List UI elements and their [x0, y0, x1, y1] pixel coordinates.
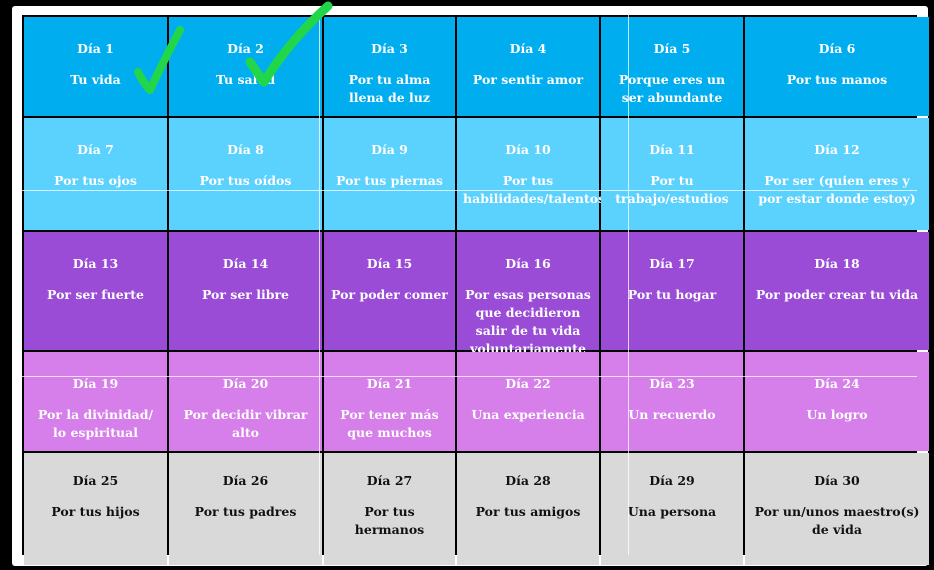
day-label: Día 9: [371, 142, 408, 157]
day-text: Por tu hogar: [627, 287, 717, 302]
day-text: Por la divinidad/ lo espiritual: [37, 407, 154, 440]
day-text: Por tus padres: [194, 504, 297, 519]
day-label: Día 24: [814, 376, 860, 391]
day-cell: Día 21 Por tener más que muchos: [324, 352, 455, 451]
day-label: Día 8: [227, 142, 264, 157]
day-label: Día 6: [818, 41, 856, 56]
day-text: Por ser libre: [201, 287, 290, 302]
day-cell: Día 10 Por tus habilidades/talentos: [457, 118, 606, 230]
day-text: Por tu trabajo/estudios: [615, 173, 729, 206]
day-label: Día 2: [227, 41, 264, 56]
day-label: Día 7: [77, 142, 114, 157]
day-text: Por poder comer: [331, 287, 448, 302]
day-cell: Día 9 Por tus piernas: [324, 118, 455, 230]
day-text: Por ser (quien eres y por estar donde es…: [758, 173, 916, 206]
day-text: Tu vida: [70, 72, 121, 87]
day-label: Día 11: [649, 142, 695, 157]
day-text: Por tus amigos: [475, 504, 581, 519]
day-label: Día 28: [505, 473, 551, 488]
day-label: Día 30: [814, 473, 860, 488]
day-text: Por tus hermanos: [354, 504, 425, 537]
day-text: Por tu alma llena de luz: [348, 72, 431, 105]
day-text: Por poder crear tu vida: [755, 287, 919, 302]
day-label: Día 26: [222, 473, 269, 488]
day-label: Día 21: [366, 376, 413, 391]
day-cell: Día 19 Por la divinidad/ lo espiritual: [24, 352, 167, 451]
day-label: Día 19: [72, 376, 119, 391]
day-text: Por tus piernas: [336, 173, 443, 188]
day-label: Día 16: [505, 256, 551, 271]
day-text: Por decidir vibrar alto: [183, 407, 308, 440]
day-text: Porque eres un ser abundante: [618, 72, 726, 105]
day-text: Una experiencia: [471, 407, 585, 422]
day-text: Por tener más que muchos: [340, 407, 439, 440]
day-text: Por sentir amor: [472, 72, 584, 87]
day-cell: Día 2 Tu salud: [169, 17, 322, 116]
day-label: Día 22: [505, 376, 551, 391]
day-cell: Día 1 Tu vida: [24, 17, 167, 116]
day-cell: Día 22 Una experiencia: [457, 352, 599, 451]
day-cell: Día 13 Por ser fuerte: [24, 232, 167, 350]
day-cell: Día 14 Por ser libre: [169, 232, 322, 350]
day-text: Por tus habilidades/talentos: [463, 173, 606, 206]
day-text: Por tus hijos: [51, 504, 140, 519]
day-label: Día 18: [814, 256, 860, 271]
day-cell: Día 18 Por poder crear tu vida: [745, 232, 929, 350]
day-label: Día 17: [649, 256, 695, 271]
day-cell: Día 26 Por tus padres: [169, 453, 322, 565]
day-label: Día 23: [649, 376, 695, 391]
day-text: Por esas personas que decidieron salir d…: [465, 287, 591, 356]
day-cell: Día 8 Por tus oídos: [169, 118, 322, 230]
day-text: Una persona: [627, 504, 717, 519]
day-text: Por ser fuerte: [47, 287, 144, 302]
day-label: Día 3: [371, 41, 408, 56]
day-cell: Día 16 Por esas personas que decidieron s…: [457, 232, 599, 356]
day-cell: Día 11 Por tu trabajo/estudios: [601, 118, 743, 230]
day-label: Día 1: [77, 41, 114, 56]
day-label: Día 14: [222, 256, 269, 271]
gratitude-calendar: Día 1 Tu vida Día 2 Tu salud Día 3 Por tu alm…: [22, 15, 929, 565]
day-text: Por tus manos: [786, 72, 888, 87]
day-cell: Día 12 Por ser (quien eres y por estar do…: [745, 118, 929, 230]
day-cell: Día 6 Por tus manos: [745, 17, 929, 116]
day-label: Día 29: [649, 473, 695, 488]
day-text: Por tus ojos: [54, 173, 137, 188]
day-cell: Día 30 Por un/unos maestro(s) de vida: [745, 453, 929, 565]
day-cell: Día 25 Por tus hijos: [24, 453, 167, 565]
day-text: Por tus oídos: [199, 173, 292, 188]
day-text: Tu salud: [215, 72, 276, 87]
day-cell: Día 28 Por tus amigos: [457, 453, 599, 565]
day-cell: Día 24 Un logro: [745, 352, 929, 451]
day-label: Día 13: [72, 256, 119, 271]
day-label: Día 12: [814, 142, 860, 157]
day-label: Día 25: [72, 473, 119, 488]
day-label: Día 20: [222, 376, 269, 391]
day-text: Por un/unos maestro(s) de vida: [754, 504, 920, 537]
day-text: Un logro: [806, 407, 868, 422]
day-label: Día 4: [509, 41, 547, 56]
day-cell: Día 15 Por poder comer: [324, 232, 455, 350]
day-cell: Día 23 Un recuerdo: [601, 352, 743, 451]
day-cell: Día 7 Por tus ojos: [24, 118, 167, 230]
day-label: Día 15: [366, 256, 413, 271]
day-label: Día 27: [366, 473, 413, 488]
day-cell: Día 27 Por tus hermanos: [324, 453, 455, 565]
day-label: Día 5: [653, 41, 691, 56]
day-text: Un recuerdo: [628, 407, 716, 422]
day-cell: Día 4 Por sentir amor: [457, 17, 599, 116]
day-cell: Día 3 Por tu alma llena de luz: [324, 17, 455, 116]
day-cell: Día 17 Por tu hogar: [601, 232, 743, 350]
day-label: Día 10: [505, 142, 551, 157]
day-cell: Día 5 Porque eres un ser abundante: [601, 17, 743, 116]
day-cell: Día 20 Por decidir vibrar alto: [169, 352, 322, 451]
day-cell: Día 29 Una persona: [601, 453, 743, 565]
